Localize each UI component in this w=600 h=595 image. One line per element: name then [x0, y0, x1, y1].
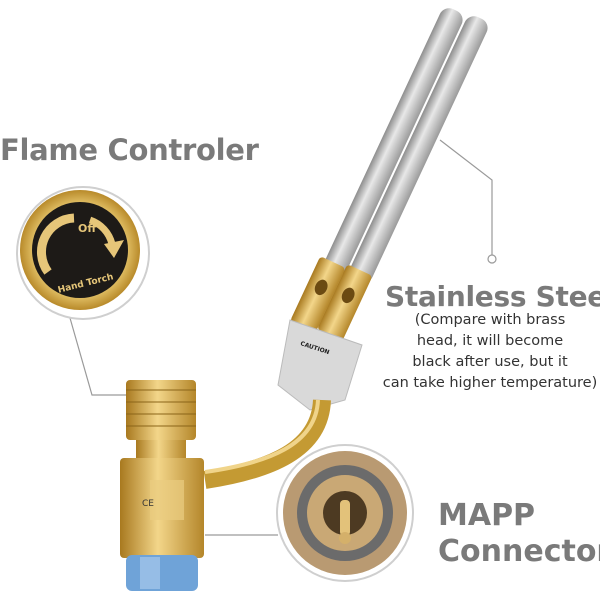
svg-text:CE: CE — [142, 499, 154, 509]
mapp-connector-inset — [276, 444, 414, 582]
valve-body: CE — [120, 380, 204, 591]
svg-text:Off: Off — [78, 222, 96, 235]
note-line: black after use, but it — [412, 354, 568, 370]
callout-lines — [69, 139, 497, 536]
stainless-steel-label: Stainless Steel — [385, 280, 600, 313]
flame-controller-inset: Off Hand Torch — [16, 186, 150, 320]
stainless-steel-note: (Compare with brass head, it will become… — [372, 310, 600, 394]
note-line: can take higher temperature) — [382, 375, 598, 391]
flame-controller-label: Flame Controler — [0, 133, 259, 167]
stainless-steel-tubes — [324, 8, 488, 283]
mapp-label-line1: MAPP — [438, 498, 536, 533]
note-line: (Compare with brass — [414, 312, 566, 328]
note-line: head, it will become — [416, 333, 564, 349]
mapp-label-line2: Connector — [438, 534, 600, 569]
mapp-connector-label: MAPP Connector — [438, 498, 600, 570]
caution-plate: CAUTION — [277, 319, 363, 411]
brass-nozzles — [291, 257, 372, 340]
brass-pipe — [203, 399, 331, 489]
